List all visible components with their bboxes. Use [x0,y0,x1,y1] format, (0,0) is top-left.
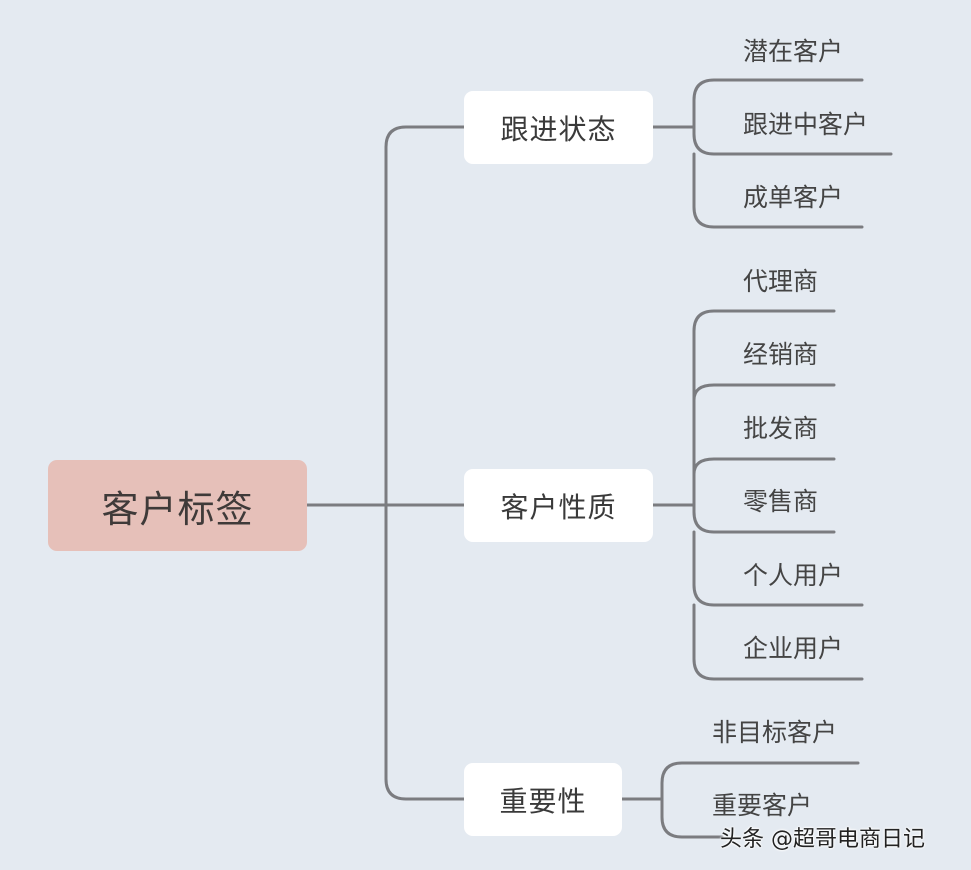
leaf-connector-1-2 [692,125,893,156]
leaf-node[interactable]: 批发商 [743,414,819,443]
leaf-connector-2-6 [692,603,864,681]
trunk-to-branch-1 [384,125,466,507]
leaf-connector-1-3 [692,152,864,229]
leaf-node[interactable]: 个人用户 [743,561,844,590]
leaf-connector-3-2 [660,797,724,839]
leaf-connector-2-3 [692,457,836,476]
branch-node-customer-type[interactable]: 客户性质 [464,469,653,542]
branch-node-importance[interactable]: 重要性 [464,763,622,836]
leaf-node[interactable]: 潜在客户 [743,37,844,66]
leaf-node[interactable]: 成单客户 [743,183,844,212]
leaf-node[interactable]: 代理商 [743,267,819,296]
leaf-node[interactable]: 非目标客户 [712,718,838,747]
root-node[interactable]: 客户标签 [48,460,307,551]
leaf-connector-1-1 [692,78,864,129]
watermark-text: 头条 @超哥电商日记 [720,827,925,852]
leaf-node[interactable]: 重要客户 [712,791,813,820]
leaf-connector-2-5 [692,530,864,607]
trunk-to-branch-3 [384,503,466,801]
leaf-connector-2-4 [692,503,836,534]
leaf-connector-3-1 [660,761,860,801]
leaf-node[interactable]: 零售商 [743,487,819,516]
leaf-node[interactable]: 跟进中客户 [743,110,869,139]
leaf-node[interactable]: 企业用户 [743,634,844,663]
leaf-connector-2-2 [692,383,836,402]
leaf-connector-2-1 [692,309,836,507]
branch-node-follow-status[interactable]: 跟进状态 [464,91,653,164]
leaf-node[interactable]: 经销商 [743,340,819,369]
